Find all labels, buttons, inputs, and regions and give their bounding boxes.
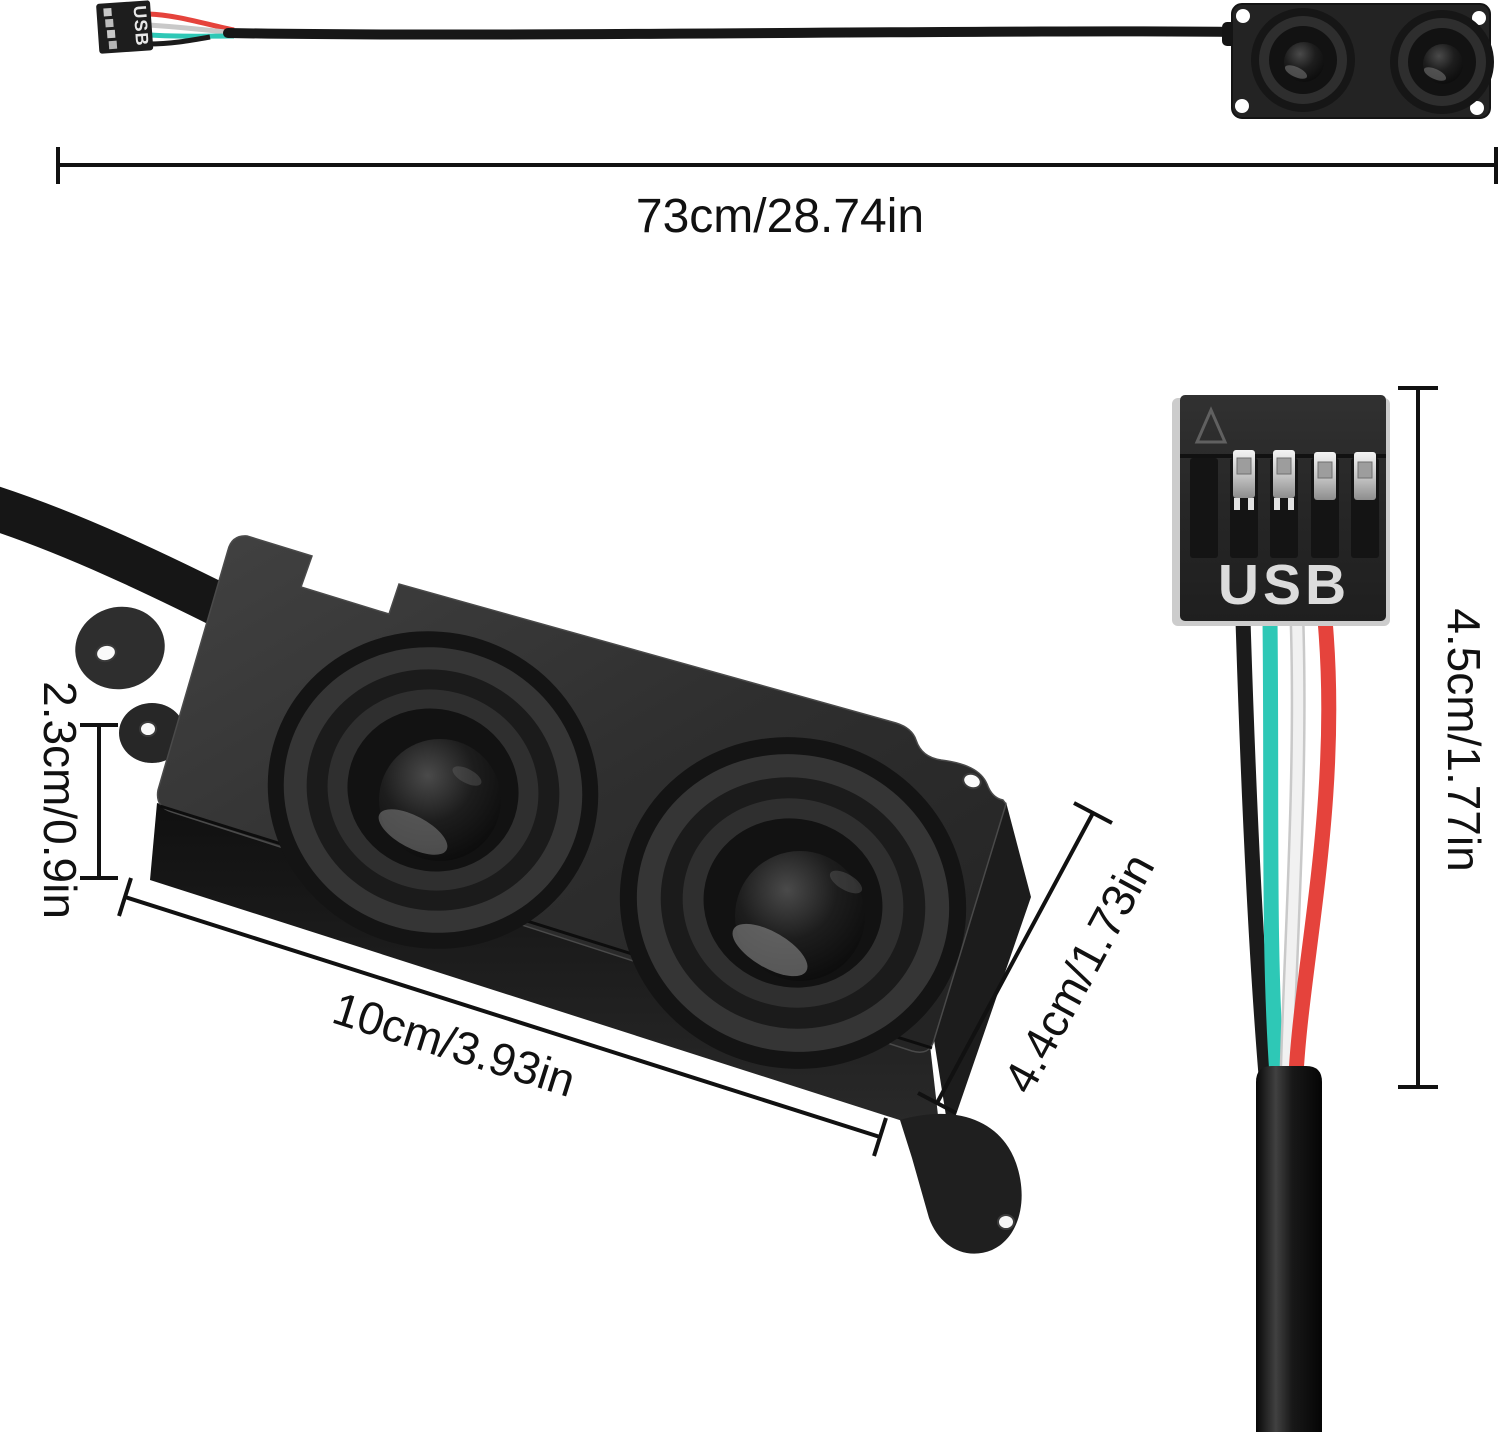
overview-wire-teal <box>149 32 235 39</box>
overview-driver-right <box>1390 10 1494 114</box>
foot-hole <box>997 1214 1015 1230</box>
mounting-hole <box>962 772 982 790</box>
connector-pins <box>1233 450 1376 510</box>
dome-highlight <box>732 923 808 977</box>
dimension-tick <box>872 1117 888 1157</box>
overview-usb-pin <box>106 29 116 39</box>
dome-highlight <box>829 870 863 894</box>
dimension-connector-length: 4.5cm/1.77in <box>1398 386 1490 1089</box>
dimension-tick <box>1073 801 1113 825</box>
speaker-cable <box>0 486 267 640</box>
header-wire-red <box>1288 619 1337 1076</box>
crimp-pin <box>1233 450 1255 510</box>
overview-usb-connector: USB <box>96 0 154 54</box>
overview-corner-hole <box>1235 99 1249 113</box>
speaker-right-wall <box>934 802 1031 1135</box>
header-connector: USB <box>1172 395 1390 626</box>
overview-corner-hole <box>1470 101 1484 115</box>
overview-corner-hole <box>1236 9 1250 23</box>
dimension-label-speaker-height: 2.3cm/0.9in <box>34 681 86 919</box>
mounting-hole <box>95 643 117 663</box>
overview-wires <box>147 11 235 47</box>
header-wire-black <box>1235 619 1274 1076</box>
overview-cable <box>223 26 1243 40</box>
mounting-tab <box>75 606 165 690</box>
crimp-pin <box>1314 452 1336 500</box>
overview-usb-pin <box>108 40 118 50</box>
speaker-foot <box>900 1113 1022 1254</box>
overview-usb-label: USB <box>129 5 152 47</box>
header-cable-sleeve <box>1256 1066 1322 1432</box>
overview-corner-hole <box>1472 11 1486 25</box>
dimension-speaker-height: 2.3cm/0.9in <box>34 681 118 919</box>
speaker-unit-detail <box>0 486 1031 1254</box>
overview-wire-black <box>147 34 211 47</box>
crimp-pin <box>1354 452 1376 500</box>
dome-highlight <box>378 809 448 855</box>
overview-wire-red <box>147 11 235 33</box>
dimension-tick <box>917 1091 957 1115</box>
dimension-cable-length: 73cm/28.74in <box>56 147 1498 243</box>
dimension-label-cable-length: 73cm/28.74in <box>636 190 924 243</box>
crimp-pin <box>1273 450 1295 510</box>
dimension-tick <box>117 877 133 917</box>
header-usb-label: USB <box>1218 553 1350 617</box>
dimension-line <box>935 812 1095 1104</box>
overview-speaker-unit <box>1222 3 1494 119</box>
header-wire-white <box>1282 619 1304 1076</box>
dimension-label-connector-length: 4.5cm/1.77in <box>1438 608 1490 871</box>
pin1-triangle-mark <box>1194 406 1228 444</box>
overview-driver-left <box>1251 8 1355 112</box>
usb-header-detail: USB <box>1172 395 1390 1432</box>
overview-cable-assembly: USB <box>96 0 1494 119</box>
overview-usb-pin <box>103 7 112 17</box>
mounting-hole <box>139 721 157 737</box>
dome-highlight <box>452 766 482 786</box>
speaker-dome-left <box>379 739 501 861</box>
dimension-line <box>124 895 881 1139</box>
header-wire-teal <box>1262 619 1285 1076</box>
header-wires <box>1235 619 1337 1076</box>
overview-usb-pin <box>105 18 114 28</box>
